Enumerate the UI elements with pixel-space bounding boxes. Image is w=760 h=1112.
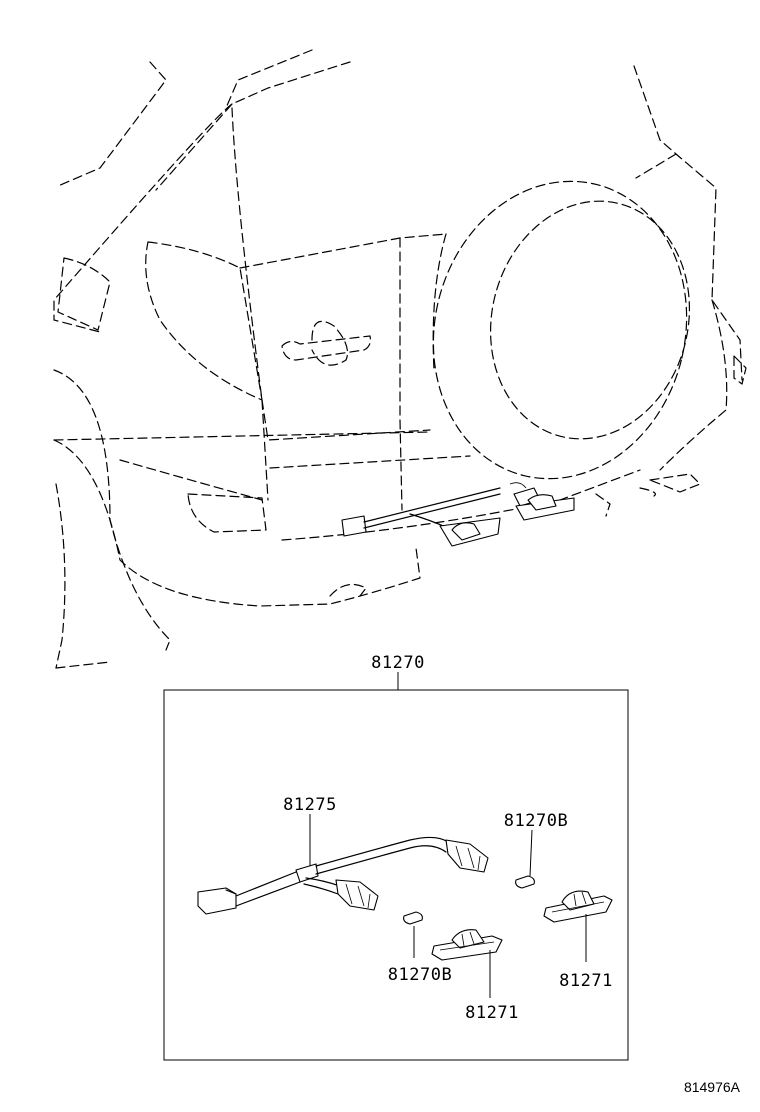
label-lamp-center: 81271	[465, 1003, 519, 1023]
reference-code: 814976A	[684, 1079, 741, 1095]
bulb-right	[515, 875, 535, 889]
label-bulb-left: 81270B	[388, 965, 452, 985]
label-lamp-right: 81271	[559, 971, 613, 991]
installed-harness	[341, 482, 575, 547]
leader-lines	[309, 814, 587, 998]
license-lamp-right	[543, 890, 613, 923]
bulb-left	[403, 911, 423, 925]
label-assembly: 81270	[371, 653, 425, 673]
label-bulb-right: 81270B	[504, 811, 568, 831]
parts-box	[163, 672, 629, 1061]
vehicle-rear-outline	[53, 49, 747, 669]
label-wire: 81275	[283, 795, 337, 815]
wire-harness	[197, 836, 489, 915]
license-lamp-center	[431, 929, 503, 961]
